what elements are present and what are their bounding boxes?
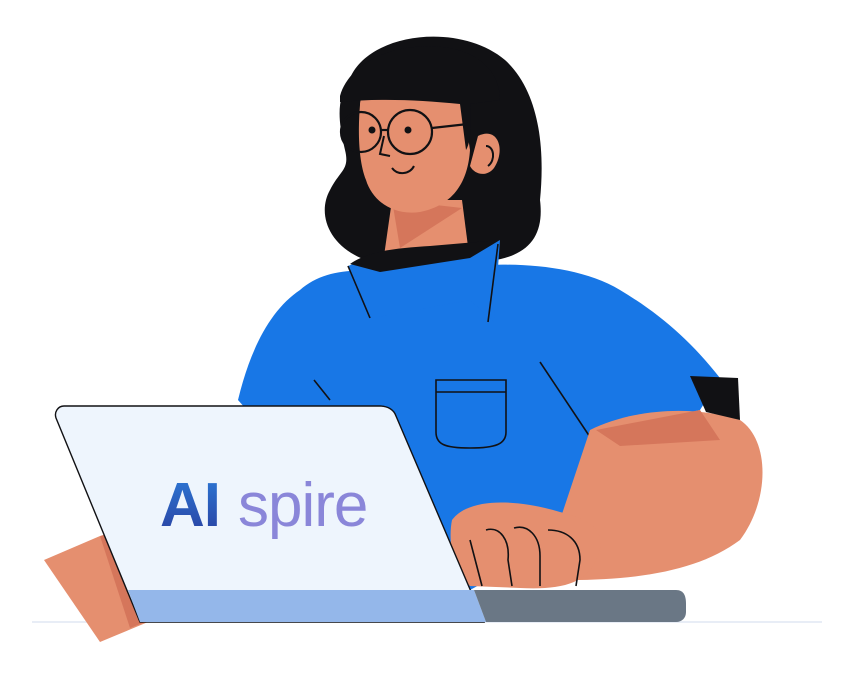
laptop-base <box>128 590 486 622</box>
typing-hand <box>450 502 601 589</box>
right-arm <box>560 376 763 580</box>
face <box>339 46 500 213</box>
brand-logo: AI spire <box>160 471 368 540</box>
laptop-keyboard-deck <box>474 590 686 622</box>
logo-ai-text: AI <box>160 471 220 540</box>
logo-spire-text: spire <box>238 471 367 540</box>
laptop <box>54 405 686 623</box>
glasses-right-lens <box>386 108 434 156</box>
shirt-pocket <box>435 379 507 449</box>
glasses-left-lens <box>339 110 383 154</box>
